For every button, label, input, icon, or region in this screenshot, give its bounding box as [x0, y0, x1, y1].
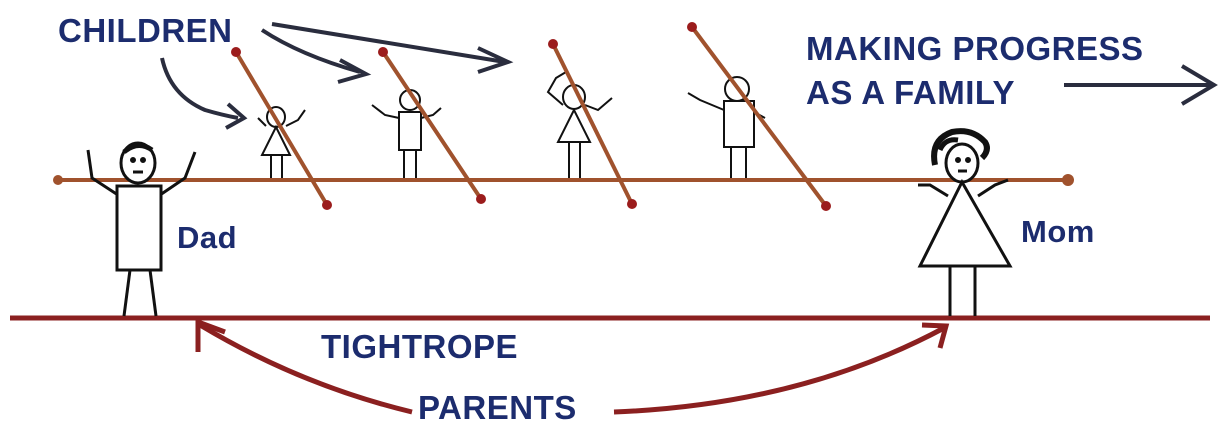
balance-pole-1 — [231, 47, 332, 210]
parents-label: PARENTS — [418, 389, 577, 427]
child-figure-2 — [372, 90, 441, 178]
progress-label-line2: AS A FAMILY — [806, 74, 1015, 112]
children-label: CHILDREN — [58, 12, 233, 50]
child-figure-1 — [258, 107, 305, 178]
mom-label: Mom — [1021, 214, 1095, 250]
child-figure-4 — [688, 77, 765, 178]
progress-arrow — [1064, 66, 1214, 104]
tightrope-label: TIGHTROPE — [321, 328, 518, 366]
progress-label-line1: MAKING PROGRESS — [806, 30, 1144, 68]
balance-pole-3 — [548, 39, 637, 209]
child-figure-3 — [548, 72, 612, 178]
mom-figure — [918, 131, 1010, 316]
dad-label: Dad — [177, 220, 237, 256]
